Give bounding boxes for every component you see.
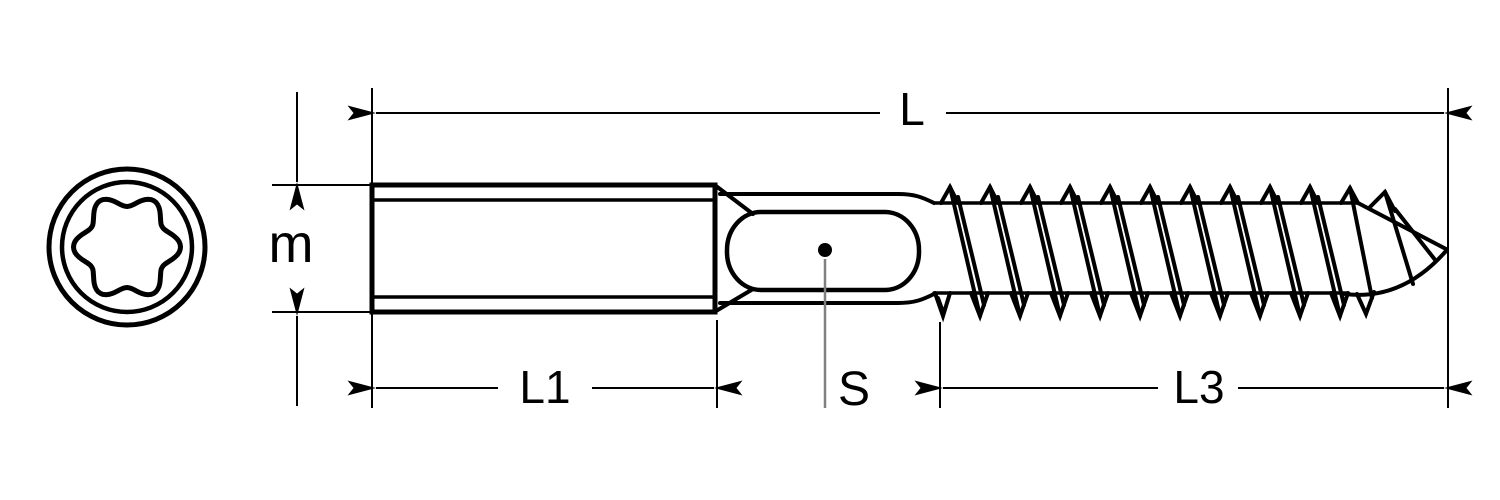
torx-recess bbox=[71, 196, 183, 298]
dimensions bbox=[272, 88, 1473, 408]
label-wood-thread-length: L3 bbox=[1173, 361, 1224, 413]
machine-thread-section bbox=[369, 182, 718, 315]
label-drive-size: S bbox=[838, 363, 870, 416]
drive-center-dot bbox=[818, 243, 832, 257]
bolt-side-view bbox=[369, 182, 1448, 323]
hex-drive-section bbox=[714, 184, 936, 313]
end-view bbox=[46, 166, 208, 328]
inner-circle bbox=[59, 179, 195, 315]
label-total-length: L bbox=[899, 83, 925, 135]
screw-tip bbox=[1343, 188, 1448, 297]
extension-lines bbox=[272, 88, 1449, 408]
wood-thread-section bbox=[932, 183, 1376, 323]
label-diameter: m bbox=[269, 214, 314, 274]
outer-circle bbox=[46, 166, 208, 328]
label-machine-thread-length: L1 bbox=[519, 361, 570, 413]
wrench-flat-face bbox=[724, 209, 922, 293]
